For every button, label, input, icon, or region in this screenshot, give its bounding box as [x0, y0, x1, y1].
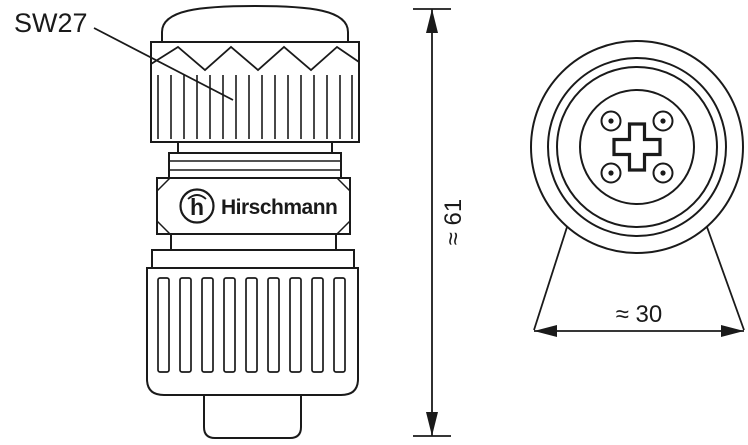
knurl-ridges — [157, 75, 353, 139]
height-dim-label: ≈ 61 — [440, 199, 467, 246]
keyway-cross-icon — [612, 122, 662, 172]
sw27-label: SW27 — [14, 8, 88, 38]
sw27-leader-line — [93, 27, 234, 101]
brand-label: Hirschmann — [221, 196, 337, 219]
knurl-grip — [150, 41, 360, 143]
connector-side-view: h Hirschmann — [146, 4, 360, 439]
width-dimension: ≈ 30 — [533, 226, 745, 337]
connector-front-view — [530, 40, 744, 254]
dome-cap — [161, 4, 349, 43]
sw27-callout: SW27 — [14, 8, 234, 101]
coupling-slots — [157, 277, 346, 373]
arrow-left-icon — [534, 325, 557, 337]
contact-pin — [652, 162, 674, 184]
arrow-up-icon — [426, 9, 438, 33]
knurl-zigzag — [150, 45, 360, 72]
hex-step — [170, 233, 337, 251]
connector-tip — [203, 394, 302, 439]
thread-collar — [168, 141, 342, 179]
arrow-right-icon — [721, 325, 744, 337]
contact-pin — [600, 162, 622, 184]
hirschmann-logo-icon: h — [179, 188, 215, 224]
height-dimension: ≈ 61 — [413, 8, 467, 437]
contact-pins — [600, 110, 674, 184]
logo-letter: h — [190, 194, 204, 220]
contact-pin — [600, 110, 622, 132]
arrow-down-icon — [426, 412, 438, 436]
hex-body: h Hirschmann — [156, 177, 351, 235]
contact-pin — [652, 110, 674, 132]
width-dim-label: ≈ 30 — [616, 301, 663, 328]
coupling-nut — [146, 249, 359, 396]
